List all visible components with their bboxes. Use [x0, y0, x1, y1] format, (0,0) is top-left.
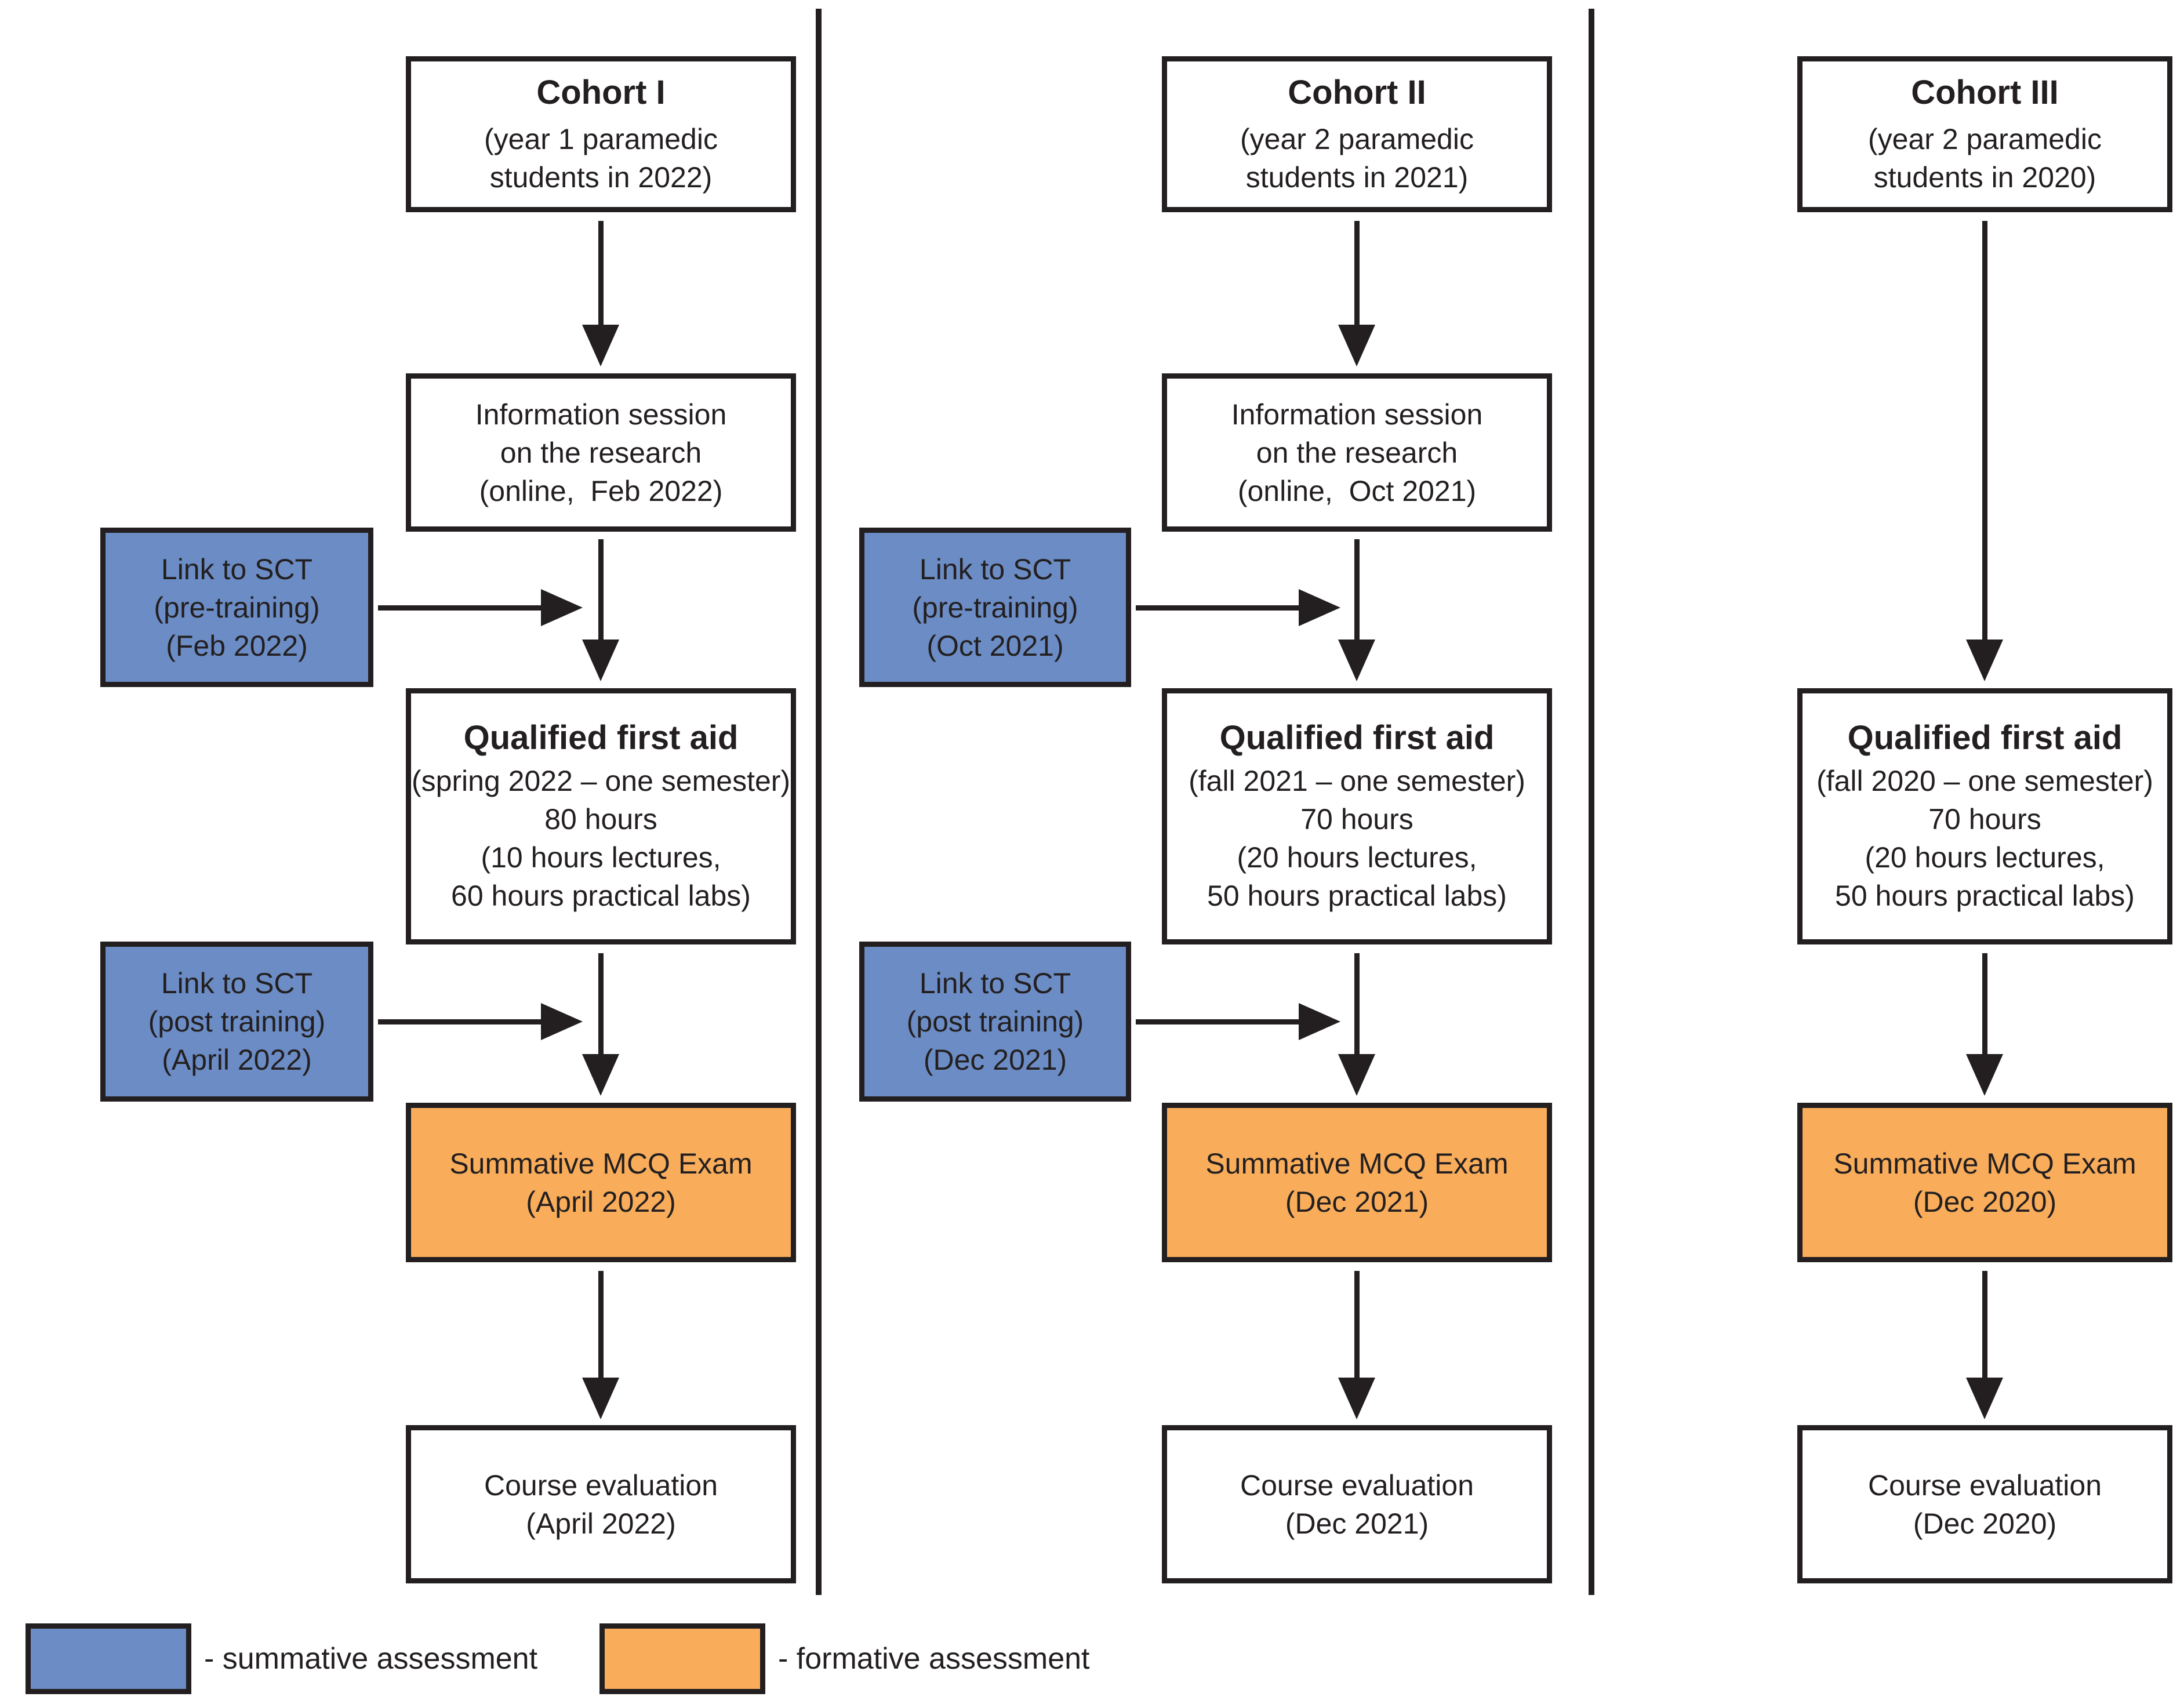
- arrow-head: [541, 1003, 583, 1040]
- cohort2-arrow-info-to-qualified: [1338, 539, 1375, 681]
- cohort3-mcq-exam-box: Summative MCQ Exam (Dec 2020): [1797, 1103, 2172, 1262]
- arrow-shaft: [598, 953, 604, 1054]
- cohort2-box: Cohort II (year 2 paramedic students in …: [1162, 56, 1552, 212]
- arrow-head: [1966, 1378, 2003, 1419]
- arrow-head: [1966, 640, 2003, 681]
- cohort2-arrow-cohort-to-info: [1338, 221, 1375, 366]
- cohort1-sct-post-arrow: [378, 1003, 583, 1040]
- cohort3-mcq-exam-text: Summative MCQ Exam (Dec 2020): [1833, 1147, 2136, 1218]
- column-divider-left: [816, 9, 822, 1595]
- cohort3-arrow-mcq-to-course: [1966, 1271, 2003, 1419]
- cohort1-mcq-exam-box: Summative MCQ Exam (April 2022): [406, 1103, 796, 1262]
- cohort1-info-session-box: Information session on the research (onl…: [406, 373, 796, 532]
- cohort2-sct-pre-box: Link to SCT (pre-training) (Oct 2021): [859, 528, 1131, 687]
- arrow-head: [541, 589, 583, 626]
- cohort3-course-evaluation-text: Course evaluation (Dec 2020): [1867, 1469, 2102, 1540]
- cohort1-course-evaluation-text: Course evaluation (April 2022): [484, 1469, 718, 1540]
- cohort2-qualified-details: (fall 2021 – one semester) 70 hours (20 …: [1189, 765, 1525, 912]
- cohort2-title: Cohort II: [1288, 73, 1426, 111]
- cohort3-course-evaluation-box: Course evaluation (Dec 2020): [1797, 1425, 2172, 1583]
- cohort2-info-session-text: Information session on the research (onl…: [1231, 398, 1483, 507]
- cohort3-box: Cohort III (year 2 paramedic students in…: [1797, 56, 2172, 212]
- arrow-head: [1338, 1378, 1375, 1419]
- arrow-head: [582, 1378, 619, 1419]
- arrow-shaft: [1354, 953, 1360, 1054]
- cohort1-sct-post-box: Link to SCT (post training) (April 2022): [100, 942, 373, 1102]
- cohort3-subtitle: (year 2 paramedic students in 2020): [1868, 122, 2102, 194]
- arrow-shaft: [1982, 221, 1987, 640]
- arrow-shaft: [1354, 221, 1360, 325]
- column-divider-right: [1589, 9, 1594, 1595]
- arrow-shaft: [1982, 1271, 1987, 1378]
- cohort1-arrow-mcq-to-course: [582, 1271, 619, 1419]
- cohort1-sct-pre-text: Link to SCT (pre-training) (Feb 2022): [154, 553, 320, 662]
- cohort2-sct-pre-arrow: [1136, 589, 1340, 626]
- cohort3-qualified-details: (fall 2020 – one semester) 70 hours (20 …: [1816, 765, 2153, 912]
- arrow-shaft: [598, 221, 604, 325]
- cohort1-sct-pre-box: Link to SCT (pre-training) (Feb 2022): [100, 528, 373, 687]
- cohort1-box: Cohort I (year 1 paramedic students in 2…: [406, 56, 796, 212]
- cohort2-course-evaluation-text: Course evaluation (Dec 2021): [1240, 1469, 1474, 1540]
- cohort3-arrow-qualified-to-mcq: [1966, 953, 2003, 1096]
- cohort1-qualified-details: (spring 2022 – one semester) 80 hours (1…: [411, 765, 791, 912]
- cohort2-course-evaluation-box: Course evaluation (Dec 2021): [1162, 1425, 1552, 1583]
- cohort1-qualified-first-aid-box: Qualified first aid (spring 2022 – one s…: [406, 688, 796, 944]
- cohort2-qualified-first-aid-box: Qualified first aid (fall 2021 – one sem…: [1162, 688, 1552, 944]
- arrow-head: [582, 1054, 619, 1096]
- cohort1-mcq-exam-text: Summative MCQ Exam (April 2022): [449, 1147, 753, 1218]
- cohort2-sct-pre-text: Link to SCT (pre-training) (Oct 2021): [912, 553, 1078, 662]
- cohort1-title: Cohort I: [536, 73, 666, 111]
- cohort1-subtitle: (year 1 paramedic students in 2022): [484, 122, 718, 194]
- legend-summative-swatch: [26, 1623, 191, 1694]
- cohort1-sct-pre-arrow: [378, 589, 583, 626]
- cohort1-arrow-qualified-to-mcq: [582, 953, 619, 1096]
- arrow-shaft: [598, 539, 604, 640]
- arrow-shaft: [378, 605, 541, 611]
- arrow-head: [1338, 325, 1375, 366]
- arrow-shaft: [378, 1019, 541, 1024]
- arrow-head: [582, 325, 619, 366]
- cohort2-sct-post-box: Link to SCT (post training) (Dec 2021): [859, 942, 1131, 1102]
- cohort3-qualified-title: Qualified first aid: [1847, 719, 2123, 757]
- cohort2-sct-post-arrow: [1136, 1003, 1340, 1040]
- cohort2-mcq-exam-text: Summative MCQ Exam (Dec 2021): [1205, 1147, 1509, 1218]
- cohort2-arrow-mcq-to-course: [1338, 1271, 1375, 1419]
- arrow-head: [582, 640, 619, 681]
- cohort1-course-evaluation-box: Course evaluation (April 2022): [406, 1425, 796, 1583]
- arrow-head: [1338, 640, 1375, 681]
- cohort3-qualified-first-aid-box: Qualified first aid (fall 2020 – one sem…: [1797, 688, 2172, 944]
- cohort1-arrow-cohort-to-info: [582, 221, 619, 366]
- legend-formative-label: - formative assessment: [778, 1642, 1090, 1676]
- arrow-shaft: [1354, 1271, 1360, 1378]
- arrow-shaft: [598, 1271, 604, 1378]
- arrow-shaft: [1136, 605, 1299, 611]
- cohort2-qualified-title: Qualified first aid: [1219, 719, 1495, 757]
- legend-formative-swatch: [599, 1623, 765, 1694]
- cohort1-info-session-text: Information session on the research (onl…: [475, 398, 727, 507]
- cohort2-mcq-exam-box: Summative MCQ Exam (Dec 2021): [1162, 1103, 1552, 1262]
- cohort2-arrow-qualified-to-mcq: [1338, 953, 1375, 1096]
- arrow-shaft: [1136, 1019, 1299, 1024]
- arrow-head: [1966, 1054, 2003, 1096]
- cohort1-sct-post-text: Link to SCT (post training) (April 2022): [148, 967, 326, 1076]
- legend-summative-label: - summative assessment: [204, 1642, 538, 1676]
- cohort2-info-session-box: Information session on the research (onl…: [1162, 373, 1552, 532]
- cohort3-arrow-cohort-to-qualified: [1966, 221, 2003, 681]
- arrow-shaft: [1982, 953, 1987, 1054]
- cohort2-subtitle: (year 2 paramedic students in 2021): [1240, 122, 1474, 194]
- arrow-head: [1299, 589, 1340, 626]
- cohort1-arrow-info-to-qualified: [582, 539, 619, 681]
- arrow-shaft: [1354, 539, 1360, 640]
- arrow-head: [1299, 1003, 1340, 1040]
- cohort1-qualified-title: Qualified first aid: [463, 719, 739, 757]
- cohort3-title: Cohort III: [1911, 73, 2059, 111]
- cohort2-sct-post-text: Link to SCT (post training) (Dec 2021): [906, 967, 1084, 1076]
- arrow-head: [1338, 1054, 1375, 1096]
